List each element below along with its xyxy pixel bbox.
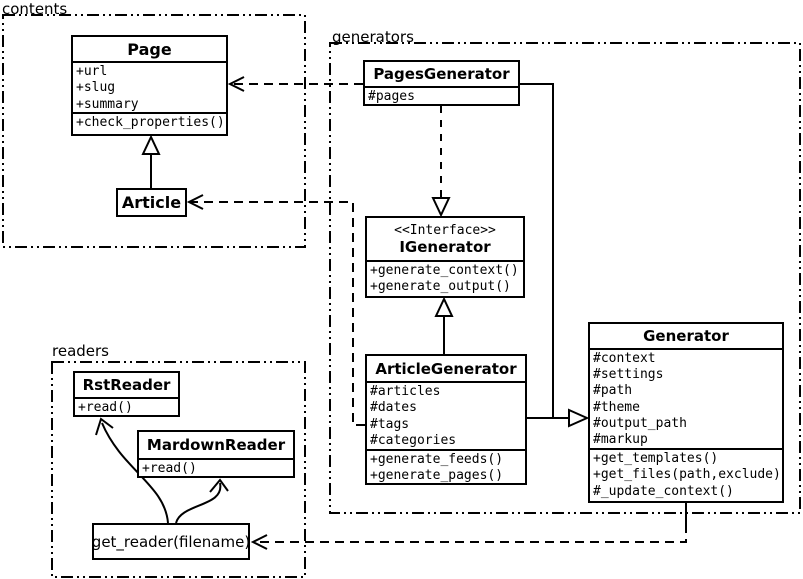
package-frame-readers xyxy=(51,361,306,578)
attributes-compartment: #pages xyxy=(365,86,518,104)
attributes-compartment: #context #settings #path #theme #output_… xyxy=(590,348,782,448)
attribute: #markup xyxy=(593,432,648,448)
class-name-pagesgenerator: PagesGenerator xyxy=(373,65,510,83)
class-box-mardownreader: MardownReader +read() xyxy=(137,430,295,478)
method: #_update_context() xyxy=(593,483,734,499)
attribute: #path xyxy=(593,383,633,399)
methods-compartment: +generate_feeds() +generate_pages() xyxy=(367,449,525,483)
package-label-generators: generators xyxy=(332,28,414,46)
class-box-generator: Generator #context #settings #path #them… xyxy=(588,322,784,503)
attribute: +summary xyxy=(76,96,139,112)
edge-pagesgenerator-depends-page xyxy=(227,76,363,92)
class-box-articlegenerator: ArticleGenerator #articles #dates #tags … xyxy=(365,354,527,485)
methods-compartment: +read() xyxy=(139,458,293,476)
method: +generate_pages() xyxy=(370,468,504,483)
edge-generators-inherit-generator xyxy=(520,83,590,428)
attribute: +slug xyxy=(76,80,116,96)
edge-articlegenerator-depends-article xyxy=(186,194,365,426)
method: +get_templates() xyxy=(593,451,719,466)
class-box-igenerator: <<Interface>> IGenerator +generate_conte… xyxy=(365,216,525,298)
package-label-readers: readers xyxy=(52,342,109,360)
package-frame-contents xyxy=(2,14,306,248)
edge-pagesgenerator-realizes-igenerator xyxy=(431,106,451,218)
class-box-rstreader: RstReader +read() xyxy=(73,371,180,417)
attribute: #categories xyxy=(370,433,457,449)
package-frame-generators xyxy=(329,42,801,514)
attribute: #output_path xyxy=(593,415,687,431)
class-name-mardownreader: MardownReader xyxy=(146,436,286,454)
method: +read() xyxy=(142,461,197,476)
stereotype-interface: <<Interface>> xyxy=(394,222,496,238)
attribute: #tags xyxy=(370,416,410,432)
methods-compartment: +generate_context() +generate_output() xyxy=(367,260,523,296)
methods-compartment: +get_templates() +get_files(path,exclude… xyxy=(590,448,782,501)
edge-generator-depends-getreader xyxy=(250,503,687,550)
function-box-get-reader: get_reader(filename) xyxy=(92,523,250,560)
attribute: #articles xyxy=(370,384,441,399)
attribute: #pages xyxy=(368,89,415,104)
attribute: #settings xyxy=(593,367,664,383)
attribute: #dates xyxy=(370,400,417,416)
function-label: get_reader(filename) xyxy=(91,532,251,551)
attributes-compartment: #articles #dates #tags #categories xyxy=(367,381,525,449)
attribute: #theme xyxy=(593,399,640,415)
methods-compartment: +read() xyxy=(75,397,178,415)
method: +generate_feeds() xyxy=(370,452,504,467)
attribute: +url xyxy=(76,64,108,79)
edge-getreader-to-mardownreader xyxy=(175,478,229,524)
method: +generate_output() xyxy=(370,279,511,295)
class-name-article: Article xyxy=(121,193,182,212)
method: +read() xyxy=(78,400,133,415)
methods-compartment: +check_properties() xyxy=(73,112,226,134)
edge-articlegenerator-inherits-igenerator xyxy=(434,296,454,354)
method: +get_files(path,exclude) xyxy=(593,467,781,483)
class-box-pagesgenerator: PagesGenerator #pages xyxy=(363,60,520,106)
class-name-generator: Generator xyxy=(643,327,729,345)
method: +check_properties() xyxy=(76,115,225,130)
package-label-contents: contents xyxy=(2,0,68,18)
class-name-articlegenerator: ArticleGenerator xyxy=(375,359,517,378)
class-box-page: Page +url +slug +summary +check_properti… xyxy=(71,35,228,136)
class-box-article: Article xyxy=(116,188,187,217)
method: +generate_context() xyxy=(370,263,519,278)
attributes-compartment: +url +slug +summary xyxy=(73,61,226,112)
class-name-igenerator: IGenerator xyxy=(399,237,491,256)
edge-article-inherits-page xyxy=(141,134,161,188)
class-name-page: Page xyxy=(127,39,172,59)
class-name-rstreader: RstReader xyxy=(82,376,171,394)
attribute: #context xyxy=(593,351,656,366)
class-header-igenerator: <<Interface>> IGenerator xyxy=(367,218,523,260)
